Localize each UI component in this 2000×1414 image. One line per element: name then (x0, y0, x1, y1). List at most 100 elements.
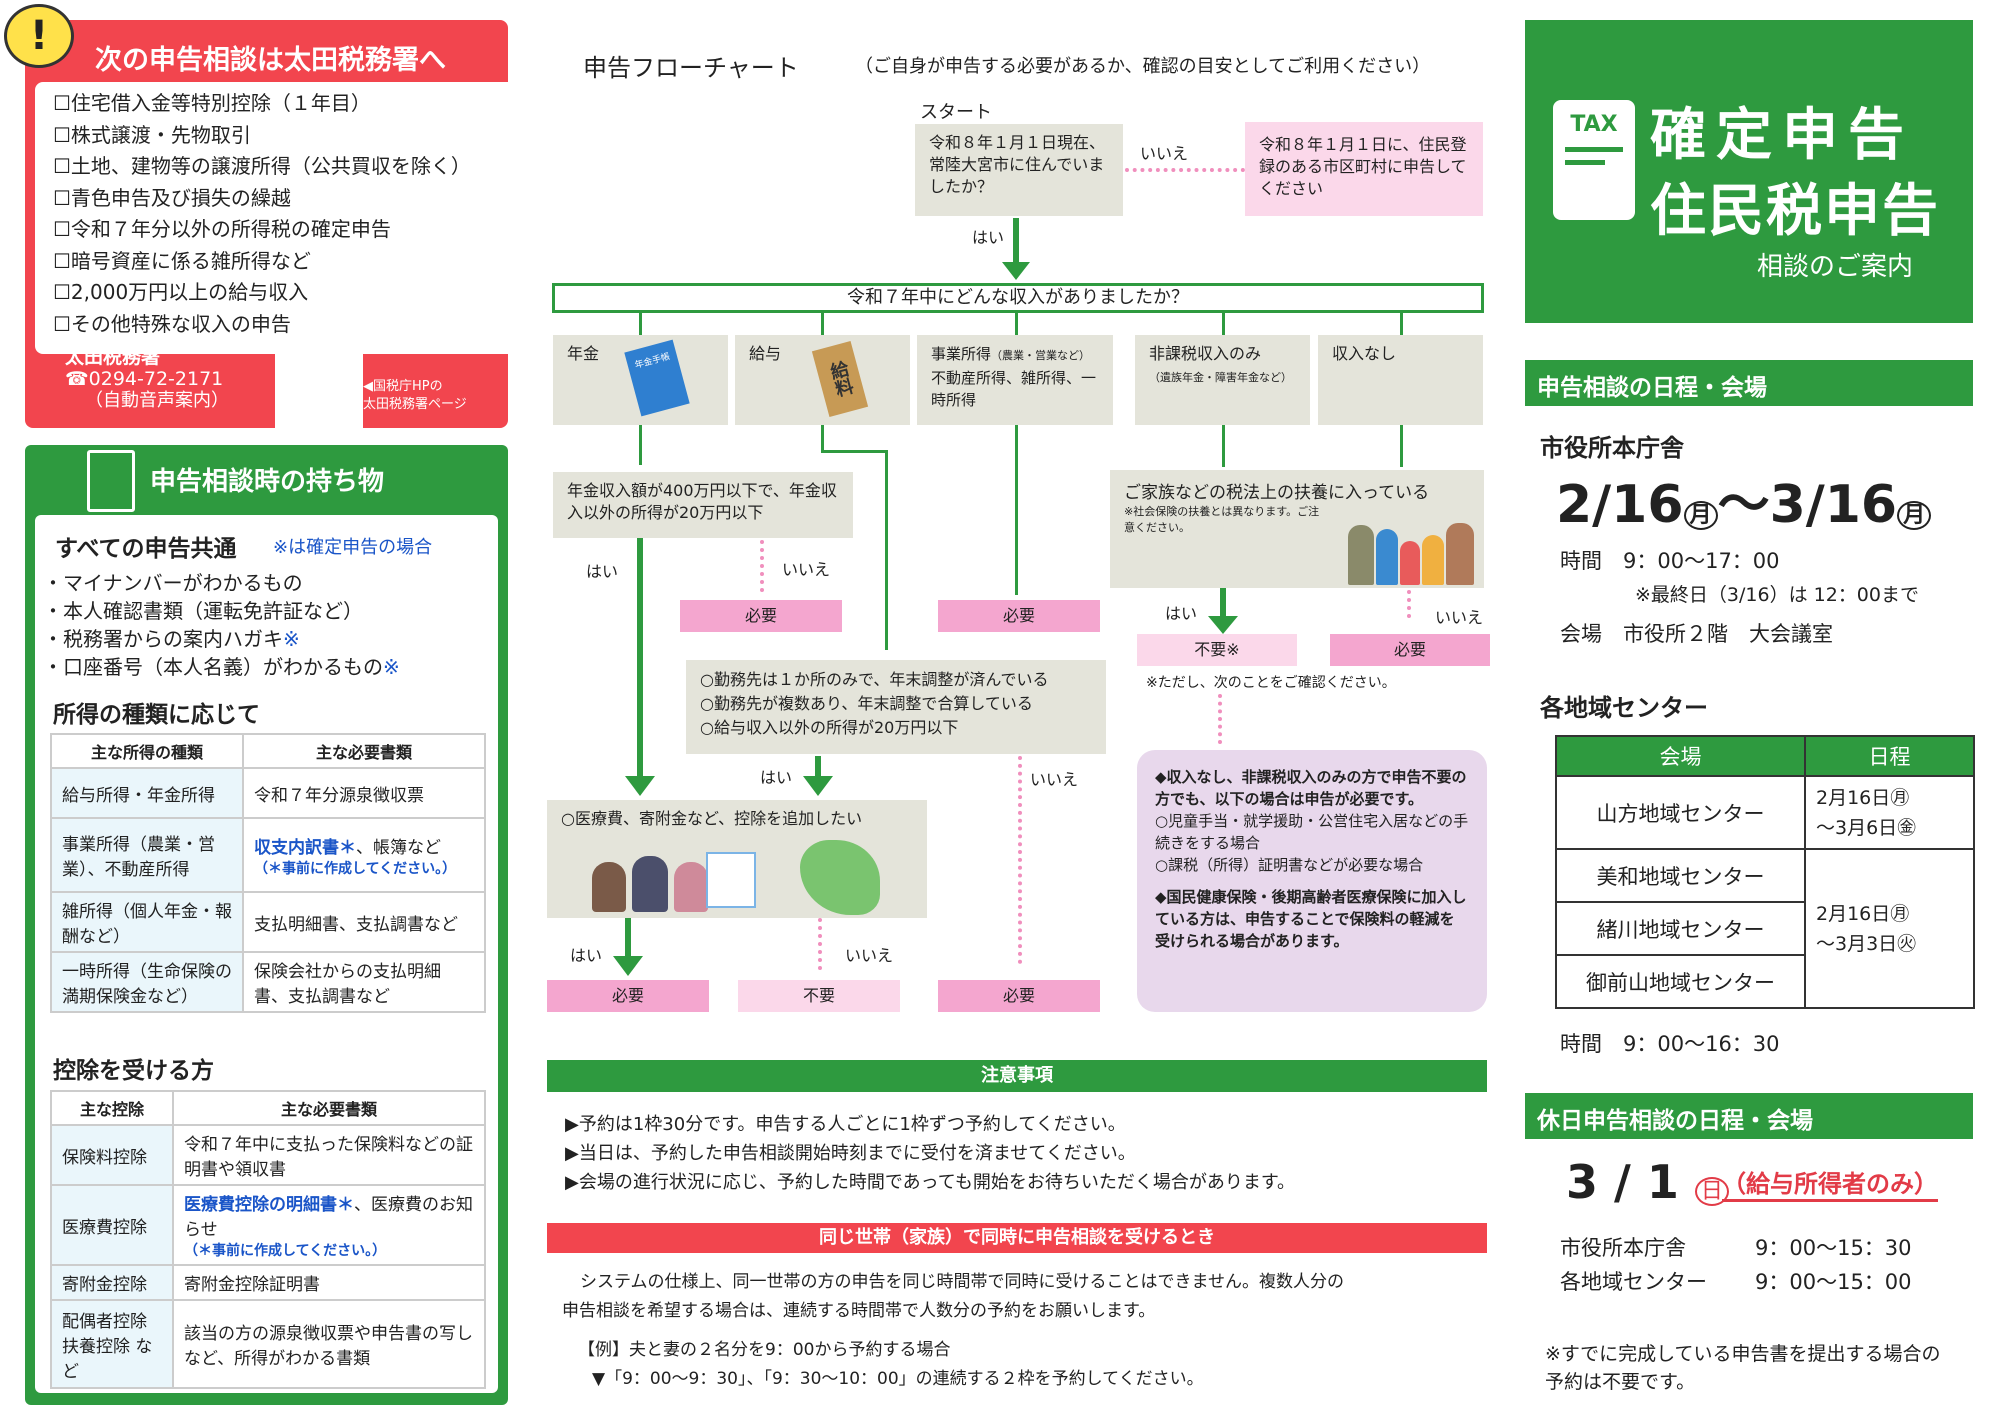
arrow-line (1222, 425, 1225, 467)
dotted-arrow (1018, 756, 1022, 964)
list-item: ☐青色申告及び損失の繰越 (53, 185, 291, 210)
arrow-line (639, 313, 642, 335)
list-item: ☐住宅借入金等特別控除（１年目） (53, 91, 371, 115)
income-table: 主な所得の種類主な必要書類 給与所得・年金所得令和７年分源泉徴収票 事業所得（農… (50, 733, 486, 1013)
income-title: 所得の種類に応じて (53, 702, 260, 728)
dependent-question: ご家族などの税法上の扶養に入っている ※社会保険の扶養とは異なります。ご注意くだ… (1110, 470, 1484, 588)
list-item: ☐土地、建物等の譲渡所得（公共買収を除く） (53, 154, 471, 178)
office-contact: 太田税務署 ☎0294-72-2171 （自動音声案内） (65, 346, 229, 412)
arrow-line (1015, 425, 1018, 595)
arrow-head (625, 776, 655, 796)
household-text: システムの仕様上、同一世帯の方の申告を同じ時間帯で同時に受けることはできません。… (562, 1268, 1344, 1394)
table-cell: 寄附金控除 (50, 1264, 174, 1301)
qr-code[interactable] (275, 346, 363, 434)
notes-list: ▶予約は1枠30分です。申告する人ごとに1枠ずつ予約してください。 ▶当日は、予… (565, 1110, 1295, 1197)
arrow-line (1222, 313, 1225, 335)
result-not-required: 不要※ (1137, 634, 1297, 666)
weekday-badge: 月 (1897, 501, 1932, 530)
cell-note: （＊事前に作成してください。） (184, 1243, 387, 1259)
time-value: 9：00～16：30 (1623, 1032, 1780, 1056)
arrow-head (1208, 616, 1238, 634)
notes-title: 注意事項 (547, 1060, 1487, 1092)
cat-label: 給与 (749, 344, 782, 363)
table-row: 一時所得（生命保険の満期保険金など）保険会社からの支払明細書、支払調書など (50, 951, 486, 1013)
yes-label: はい (570, 946, 603, 965)
banner-title-1: 確定申告 (1650, 103, 1914, 168)
office-name: 太田税務署 (65, 346, 161, 368)
arrow-line (1400, 425, 1403, 467)
qr-note-line: ◀国税庁HPの (363, 379, 443, 394)
deduction-table: 主な控除主な必要書類 保険料控除令和７年中に支払った保険料などの証明書や領収書 … (50, 1090, 486, 1389)
table-cell: 令和７年分源泉徴収票 (242, 767, 486, 819)
table-cell: 緒川地域センター (1555, 901, 1806, 956)
tax-office-title: 次の申告相談は太田税務署へ (95, 45, 446, 76)
holiday-venue: 市役所本庁舎 (1560, 1236, 1686, 1260)
banner-subtitle: 相談のご案内 (1757, 252, 1914, 282)
table-cell: 該当の方の源泉徴収票や申告書の写しなど、所得がわかる書類 (172, 1299, 486, 1389)
arrow-line (1220, 588, 1226, 618)
table-cell: 御前山地域センター (1555, 954, 1806, 1009)
list-item: ▶当日は、予約した申告相談開始時刻までに受付を済ませてください。 (565, 1143, 1136, 1164)
yes-label: はい (760, 768, 793, 787)
no-label: いいえ (782, 560, 831, 579)
result-required: 必要 (938, 980, 1100, 1012)
dotted-arrow (760, 540, 764, 592)
purple-note-box: ◆収入なし、非課税収入のみの方で申告不要の方でも、以下の場合は申告が必要です。 … (1137, 750, 1487, 1012)
example-line: 【例】夫と妻の２名分を9：00から予約する場合 (578, 1340, 951, 1360)
table-row: 給与所得・年金所得令和７年分源泉徴収票 (50, 767, 486, 819)
q1-box: 令和８年１月１日現在、常陸大宮市に住んでいましたか？ (915, 124, 1123, 216)
q1-no-box: 令和８年１月１日に、住民登録のある市区町村に申告してください (1245, 122, 1483, 216)
table-header: 主な必要書類 (172, 1090, 486, 1126)
table-cell: 一時所得（生命保険の満期保険金など） (50, 951, 244, 1013)
holiday-time: 9：00～15：00 (1755, 1270, 1912, 1294)
yes-label: はい (972, 228, 1005, 247)
belongings-panel: 申告相談時の持ち物 すべての申告共通 ※は確定申告の場合 ・マイナンバーがわかる… (25, 445, 508, 1405)
qr-note-line: 太田税務署ページ (363, 397, 467, 412)
check-note: ※ただし、次のことをご確認ください。 (1146, 675, 1396, 691)
holiday-note: （給与所得者のみ） (1722, 1164, 1938, 1202)
condition-line: ○勤務先は１か所のみで、年末調整が済んでいる (700, 670, 1049, 689)
arrow-line (625, 918, 631, 958)
table-cell: 支払明細書、支払調書など (242, 891, 486, 953)
time-label: 時間 (1560, 549, 1602, 573)
family-illustration (592, 850, 712, 912)
cat-no-income: 収入なし (1318, 335, 1483, 425)
arrow-head (1002, 262, 1030, 280)
no-label: いいえ (1030, 770, 1079, 789)
list-item: ▶会場の進行状況に応じ、予約した時間であっても開始をお待ちいただく場合があります… (565, 1172, 1296, 1193)
paragraph-line: 申告相談を希望する場合は、連続する時間帯で人数分の予約をお願いします。 (562, 1301, 1156, 1321)
table-header: 日程 (1804, 735, 1975, 777)
paragraph-line: システムの仕様上、同一世帯の方の申告を同じ時間帯で同時に受けることはできません。… (580, 1272, 1344, 1292)
venue-value: 市役所２階 大会議室 (1623, 622, 1833, 646)
family-group-illustration (1348, 515, 1474, 585)
table-cell: 寄附金控除証明書 (172, 1264, 486, 1301)
flowchart-subtitle: （ご自身が申告する必要があるか、確認の目安としてご利用ください） (855, 56, 1431, 77)
flowchart-title: 申告フローチャート (583, 54, 799, 82)
table-row: 雑所得（個人年金・報酬など）支払明細書、支払調書など (50, 891, 486, 953)
table-header: 主な所得の種類 (50, 733, 244, 769)
cell-text: 、帳簿など (356, 837, 441, 858)
date-start: 2/16 (1556, 475, 1684, 535)
cat-sublabel: （農業・営業など） (991, 349, 1091, 362)
table-cell: 山方地域センター (1555, 775, 1806, 850)
schedule-header: 申告相談の日程・会場 (1525, 360, 1973, 406)
result-required: 必要 (547, 980, 709, 1012)
dotted-arrow (1407, 590, 1411, 618)
cat-label: 年金 (567, 344, 600, 363)
belongings-title: 申告相談時の持ち物 (150, 467, 385, 497)
dependent-note: ※社会保険の扶養とは異なります。ご注意ください。 (1124, 505, 1320, 534)
venue-row: 会場 市役所２階 大会議室 (1560, 618, 1833, 648)
date-end: ～3/16 (1717, 475, 1898, 535)
list-item: ☐暗号資産に係る雑所得など (53, 248, 311, 273)
yes-label: はい (1165, 604, 1198, 623)
no-label: いいえ (1435, 608, 1484, 627)
time-label: 時間 (1560, 1032, 1602, 1056)
arrow-line (815, 756, 821, 778)
required-doc: 収支内訳書＊ (254, 837, 356, 858)
holiday-time: 9：00～15：30 (1755, 1236, 1912, 1260)
tax-document-icon: TAX (1553, 100, 1635, 220)
office-phone: ☎0294-72-2171 (65, 368, 224, 390)
list-item-text: ・税務署からの案内ハガキ (43, 627, 283, 651)
